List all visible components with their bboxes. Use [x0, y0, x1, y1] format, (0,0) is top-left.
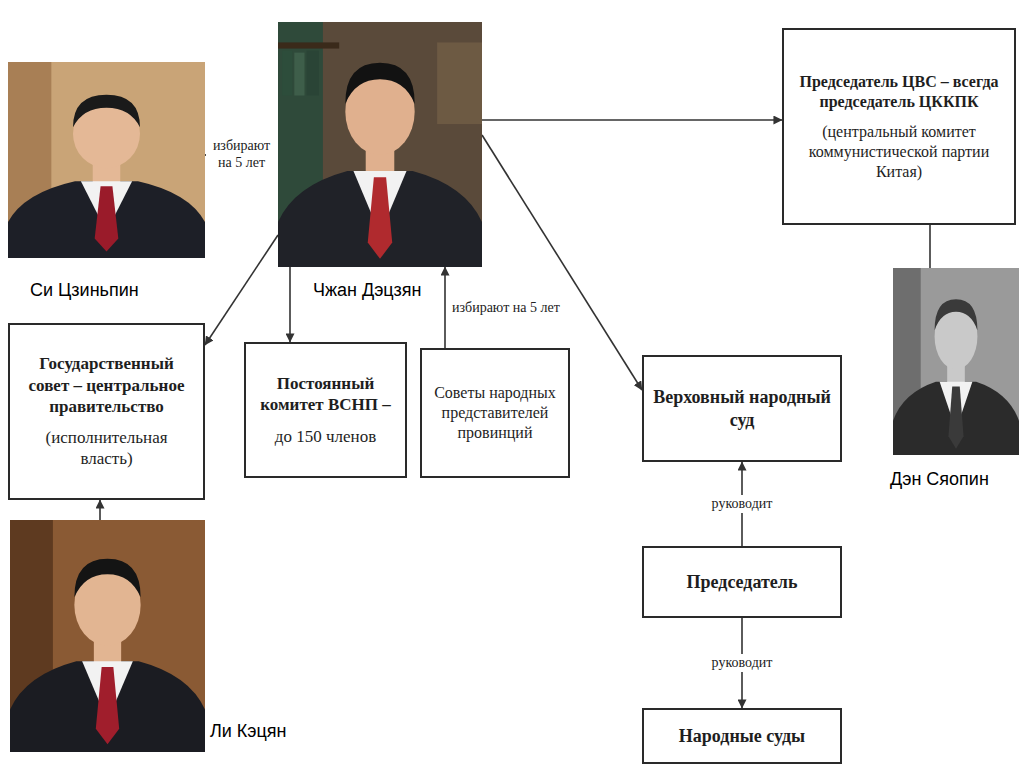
connector-arrow — [482, 119, 782, 121]
box-heading: Верховный народный суд — [652, 386, 832, 431]
portrait-photo: Чжан Дэцзян — [278, 22, 482, 267]
org-box: Советы народных представителей провинций — [420, 348, 570, 478]
box-heading: Советы народных представителей провинций — [430, 383, 560, 443]
box-heading: Постоянный комитет ВСНП – — [254, 373, 397, 416]
edge-label: избирают на 5 лет — [206, 137, 278, 173]
box-note: (исполнительная власть) — [18, 427, 195, 470]
box-heading: Председатель ЦВС – всегда председатель Ц… — [792, 72, 1006, 112]
org-box: Государственный совет – центральное прав… — [8, 323, 205, 500]
edge-label: избирают на 5 лет — [452, 300, 560, 317]
portrait-image — [278, 22, 482, 267]
portrait-photo: Си Цзиньпин — [8, 62, 205, 258]
connector-arrow — [99, 500, 101, 520]
portrait-image — [893, 268, 1019, 455]
org-box: Председатель — [642, 546, 842, 618]
org-box: Верховный народный суд — [642, 355, 842, 462]
person-name: Чжан Дэцзян — [313, 280, 421, 301]
connector-arrow — [444, 267, 446, 348]
person-name: Дэн Сяопин — [890, 469, 989, 490]
box-note: (центральный комитет коммунистической па… — [792, 122, 1006, 182]
edge-label: руководит — [709, 495, 776, 514]
box-heading: Народные суды — [679, 725, 805, 748]
person-name: Ли Кэцян — [210, 721, 287, 742]
portrait-photo: Дэн Сяопин — [893, 268, 1019, 455]
connector-arrow — [205, 235, 278, 345]
box-note: до 150 членов — [275, 426, 376, 447]
portrait-image — [8, 62, 205, 258]
portrait-photo: Ли Кэцян — [10, 520, 205, 752]
org-box: Народные суды — [642, 708, 842, 764]
org-box: Постоянный комитет ВСНП – до 150 членов — [244, 342, 407, 478]
connector-arrow — [929, 225, 931, 268]
org-box: Председатель ЦВС – всегда председатель Ц… — [782, 28, 1016, 225]
connector-arrow — [289, 267, 291, 342]
box-heading: Председатель — [687, 571, 798, 594]
box-heading: Государственный совет – центральное прав… — [18, 353, 195, 417]
person-name: Си Цзиньпин — [30, 280, 139, 301]
edge-label: руководит — [709, 654, 776, 673]
portrait-image — [10, 520, 205, 752]
